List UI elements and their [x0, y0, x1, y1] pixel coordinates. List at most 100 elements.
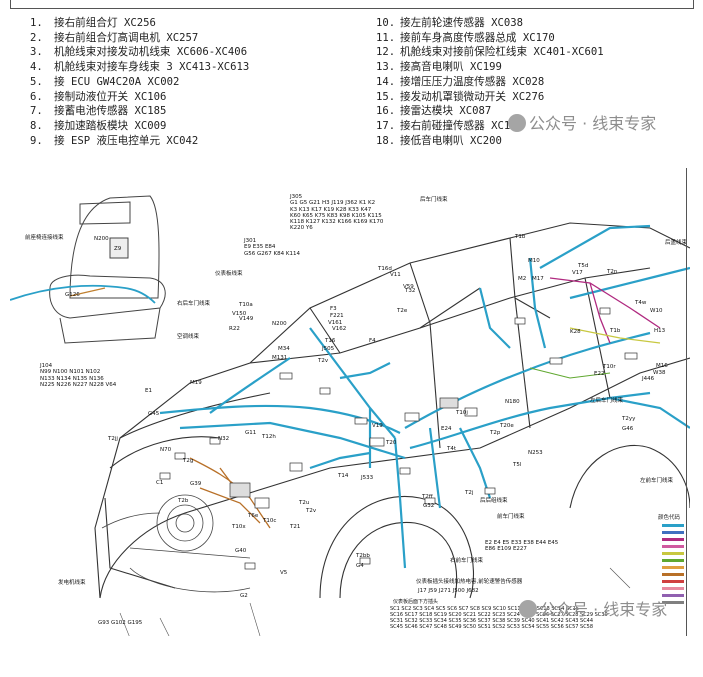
- legend-item-text: 机舱线束对接发动机线束 XC606-XC406: [54, 46, 248, 59]
- legend-item-text: 机舱线束对接车身线束 3 XC413-XC613: [54, 61, 250, 74]
- t12h-label: T12h: [262, 434, 276, 440]
- legend-item-number: 5.: [30, 75, 43, 88]
- color-swatch: [662, 587, 684, 590]
- c1-label: C1: [156, 480, 164, 486]
- legend-item-text: 接加速踏板模块 XC009: [54, 119, 167, 132]
- t2yy-label: T2yy: [622, 416, 636, 422]
- j-group-label: J17 J59 J271 J500 J682: [418, 588, 479, 594]
- legend-item-number: 1.: [30, 17, 43, 29]
- legend-item: 5. 接 ECU GW4C20A XC002: [30, 75, 249, 90]
- t2v2-label: T2v: [306, 508, 317, 514]
- legend-item-number: 7.: [30, 105, 43, 118]
- j505-label: J505: [322, 346, 335, 352]
- right-border: [686, 168, 687, 636]
- n180-label: N180: [505, 399, 520, 405]
- f3-label: F3: [330, 306, 337, 312]
- g4-label: G4: [356, 563, 364, 569]
- watermark-bottom: 公众号 · 线束专家: [519, 596, 667, 620]
- dash-harness-label: 仪表板线束: [215, 271, 243, 277]
- front-door-label: 前车门线束: [497, 514, 525, 520]
- legend-item: 12.机舱线束对接前保险杠线束 XC401-XC601: [376, 45, 604, 60]
- legend-item: 18.接低音电喇叭 XC200: [376, 134, 604, 149]
- right-front-door-label: 右前车门线束: [450, 558, 484, 564]
- legend-item-text: 接 ECU GW4C20A XC002: [54, 75, 180, 88]
- legend-item-number: 6.: [30, 90, 43, 103]
- v19-label: V19: [372, 423, 383, 429]
- v161-label: V161: [328, 320, 343, 326]
- left-front-door-label: 左前车门线束: [640, 478, 674, 484]
- sc-row4: SC45 SC46 SC47 SC48 SC49 SC50 SC51 SC52 …: [390, 624, 594, 630]
- t4w-label: T4w: [635, 300, 647, 306]
- legend-item: 6.接制动液位开关 XC106: [30, 90, 249, 105]
- w38-label: W38: [653, 370, 666, 376]
- j533-label: J533: [361, 475, 374, 481]
- m17-label: M17: [532, 276, 544, 282]
- f221-label: F221: [330, 313, 344, 319]
- legend-item-text: 接右前碰撞传感器 XC177: [400, 119, 524, 132]
- legend-item: 9.接 ESP 液压电控单元 XC042: [30, 134, 249, 149]
- legend-item-number: 15.: [376, 90, 396, 103]
- t2p-label: T2p: [490, 430, 501, 436]
- sc-row2: SC16 SC17 SC18 SC19 SC20 SC21 SC22 SC23 …: [390, 612, 608, 618]
- legend-item-number: 3.: [30, 46, 43, 59]
- rear-lid-harness-label: 后盖线束: [665, 240, 688, 246]
- legend-item-number: 2.: [30, 31, 43, 44]
- g45-label: G45: [148, 411, 160, 417]
- color-key-title: 颜色代码: [658, 515, 681, 521]
- j305-label: J305 G1 G5 G21 H3 J119 J362 K1 K2 K3 K13…: [290, 194, 384, 232]
- e1-label: E1: [145, 388, 152, 394]
- car-outline-svg: [10, 195, 690, 636]
- v162-label: V162: [332, 326, 347, 332]
- n70-label: N70: [160, 447, 172, 453]
- j301-label: J301 E9 E35 E84 G56 G267 K84 K114: [244, 238, 300, 257]
- color-swatch: [662, 594, 684, 597]
- t2u-label: T2u: [299, 500, 310, 506]
- legend-item-text: 接高音电喇叭 XC199: [400, 61, 502, 74]
- seat-z9-label: Z9: [114, 246, 122, 252]
- seat-harness-label: 前座椅连接线束: [25, 235, 64, 241]
- t10x-label: T10x: [232, 524, 246, 530]
- t10j-label: T10j: [456, 410, 468, 416]
- color-swatch: [662, 559, 684, 562]
- color-swatch: [662, 601, 684, 604]
- legend-item-text: 接雷达模块 XC087: [400, 105, 492, 118]
- legend-item-number: 12.: [376, 46, 396, 59]
- paw-icon: [508, 114, 526, 132]
- t1b-label: T1b: [610, 328, 621, 334]
- v150-label: V150: [232, 311, 247, 317]
- t4t-label: T4t: [447, 446, 457, 452]
- t2n-label: T2n: [607, 269, 618, 275]
- legend-item: 10.接左前轮速传感器 XC038: [376, 16, 604, 31]
- e22-label: E22: [594, 371, 605, 377]
- color-swatch: [662, 531, 684, 534]
- color-swatch: [662, 552, 684, 555]
- legend-item: 14.接增压压力温度传感器 XC028: [376, 75, 604, 90]
- legend-item: 2.接右前组合灯高调电机 XC257: [30, 31, 249, 46]
- rear-lamp-label: 后后组线束: [480, 498, 508, 504]
- t5l-label: T5l: [513, 462, 522, 468]
- g46-label: G46: [622, 426, 634, 432]
- legend-item-text: 接左前轮速传感器 XC038: [400, 17, 524, 29]
- t20e-label: T20e: [500, 423, 514, 429]
- legend-item-text: 接增压压力温度传感器 XC028: [400, 75, 545, 88]
- legend-item-number: 13.: [376, 61, 396, 74]
- t2e-label: T2e: [397, 308, 408, 314]
- f4-label: F4: [369, 338, 376, 344]
- legend-item-number: 16.: [376, 105, 396, 118]
- t5d-label: T5d: [578, 263, 589, 269]
- sc-row1: SC1 SC2 SC3 SC4 SC5 SC6 SC7 SC8 SC9 SC10…: [390, 606, 580, 612]
- legend-item: 7. 接蓄电池传感器 XC185: [30, 104, 249, 119]
- right-rear-door-label: 右后车门线束: [177, 301, 211, 307]
- legend-item: 13. 接高音电喇叭 XC199: [376, 60, 604, 75]
- sc-row3: SC31 SC32 SC33 SC34 SC35 SC36 SC37 SC38 …: [390, 618, 594, 624]
- v5-label: V5: [280, 570, 288, 576]
- ac-harness-label: 空调线束: [177, 334, 200, 340]
- legend-item: 8.接加速踏板模块 XC009: [30, 119, 249, 134]
- legend-item-text: 接蓄电池传感器 XC185: [54, 105, 167, 118]
- t2bb-label: T2bb: [356, 553, 370, 559]
- t2b-label: T2b: [178, 498, 189, 504]
- left-rear-door-label: 左后车门线束: [590, 398, 624, 404]
- t21-label: T21: [290, 524, 301, 530]
- legend-item-text: 接右前组合灯 XC256: [54, 17, 156, 29]
